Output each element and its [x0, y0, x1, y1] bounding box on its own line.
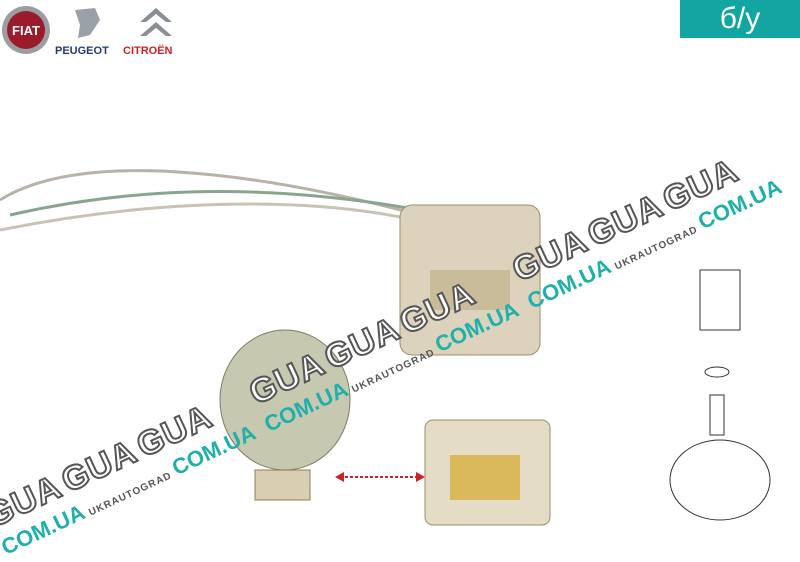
double-arrow-icon	[335, 472, 425, 482]
speed-sensor	[219, 329, 351, 501]
fiat-logo: FIAT	[2, 6, 50, 54]
fiat-logo-text: FIAT	[12, 23, 40, 38]
citroen-label: CITROËN	[123, 45, 173, 57]
used-badge: б/у	[680, 0, 800, 38]
wires	[0, 169, 421, 232]
peugeot-label: PEUGEOT	[55, 45, 109, 57]
sensor-connector-closeup	[424, 419, 551, 526]
wire-connector	[399, 204, 541, 356]
citroen-chevrons-logo	[140, 8, 172, 36]
product-photo: FIAT	[0, 6, 771, 526]
peugeot-lion-logo	[75, 8, 100, 38]
exploded-diagram	[669, 269, 771, 521]
